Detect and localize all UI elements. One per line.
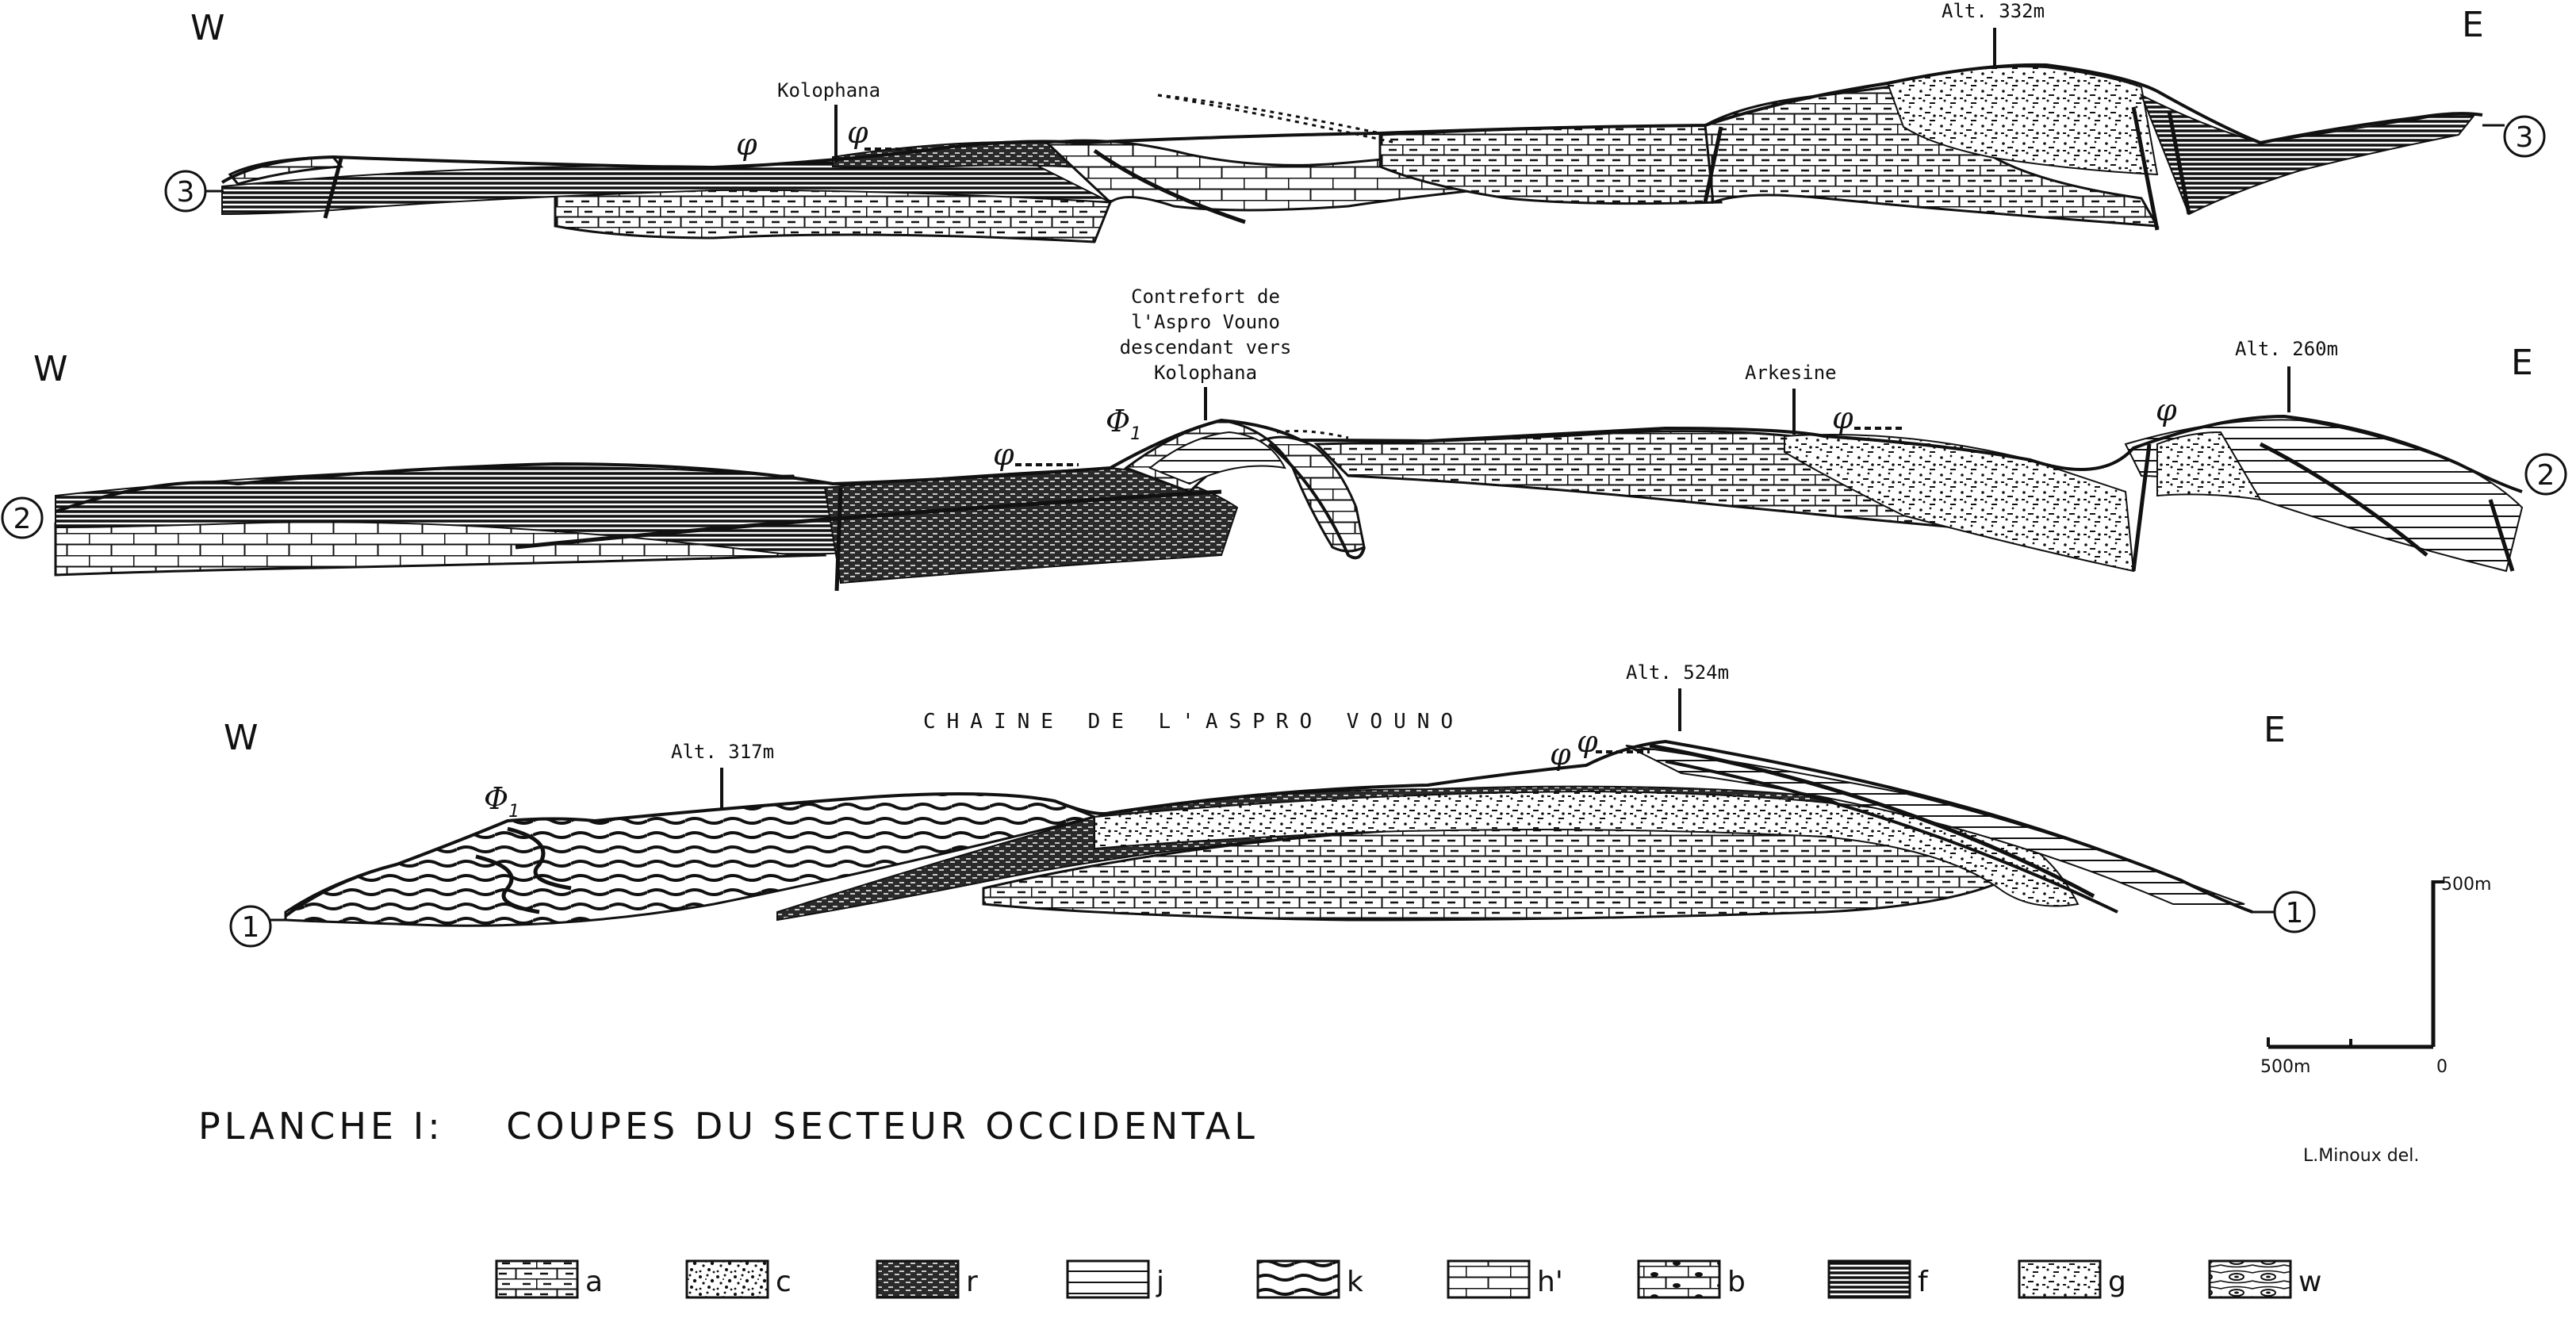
section-2-fault-west (834, 487, 843, 592)
cross-section-2: W E Contrefort de l'Aspro Vouno descenda… (1, 286, 2567, 592)
section-3-projected-dotted-line-2 (1157, 94, 1397, 144)
section-2-contrefort-label-line-4: Kolophana (1154, 362, 1257, 384)
scale-vertical-label: 500m (2441, 875, 2491, 895)
section-1-phi1-label: Φ1 (484, 781, 519, 822)
section-1-topographic-profile (284, 739, 2253, 918)
section-2-layer-east-stipple (2156, 431, 2262, 501)
scale-zero-label: 0 (2436, 1057, 2448, 1077)
plate-title: PLANCHE I: COUPES DU SECTEUR OCCIDENTAL (198, 1105, 1259, 1148)
cross-section-3: W E Kolophana Alt. 332m φ φ 3 (164, 0, 2546, 243)
section-2-marker-west-number: 2 (13, 503, 32, 535)
section-1-thrust-east (1649, 743, 2095, 899)
legend-label-7: b (1727, 1266, 1746, 1298)
section-3-marker-east-number: 3 (2516, 121, 2534, 154)
section-2-phi-label-c: φ (2156, 393, 2177, 427)
section-3-projected-dotted-line (1157, 94, 1381, 135)
legend-swatch-4 (1066, 1259, 1150, 1299)
section-1-fold-hinge (507, 826, 572, 891)
section-3-fault-east-1 (1703, 126, 1723, 203)
section-2-thrust-east (2259, 442, 2428, 557)
legend-swatch-8 (1827, 1259, 1911, 1299)
section-2-layer-fold-lines (1148, 431, 1286, 485)
section-2-fault-central (2131, 443, 2152, 572)
legend: a c r j k h' b f g w (495, 1259, 2321, 1299)
section-3-east-label: E (2462, 5, 2484, 45)
section-2-thrust-central (515, 489, 1222, 550)
section-1-east-label: E (2264, 710, 2286, 750)
section-3-marker-west-number: 3 (177, 176, 195, 209)
legend-swatch-9 (2018, 1259, 2102, 1299)
section-1-marker-east-number: 1 (2286, 897, 2304, 929)
section-1-range-label: CHAINE DE L'ASPRO VOUNO (923, 710, 1464, 734)
legend-label-5: k (1347, 1266, 1363, 1298)
legend-swatch-10 (2208, 1259, 2292, 1299)
section-2-marker-east (2524, 453, 2567, 496)
section-2-phi1-label: Φ1 (1106, 404, 1141, 444)
section-2-phi-label-b: φ (1832, 400, 1853, 435)
section-1-marker-west (229, 905, 272, 948)
legend-swatch-7 (1637, 1259, 1721, 1299)
draughtsman-credit: L.Minoux del. (2303, 1146, 2419, 1166)
section-2-marker-west (1, 496, 44, 539)
legend-swatch-3 (876, 1259, 960, 1299)
section-2-altitude-label: Alt. 260m (2235, 338, 2338, 360)
section-1-marker-west-number: 1 (242, 911, 260, 944)
scale-horizontal-label: 500m (2260, 1057, 2310, 1077)
section-3-fault-east-3 (2167, 110, 2191, 215)
scale-bar: 500m 500m 0 (2260, 875, 2491, 1077)
section-3-phi-label-b: φ (847, 115, 868, 150)
section-1-thrust-east-2 (1665, 760, 2118, 914)
section-3-west-label: W (190, 8, 225, 48)
section-1-layer-stipple-core (1094, 790, 2080, 907)
legend-label-10: w (2298, 1266, 2321, 1298)
legend-label-6: h' (1537, 1266, 1563, 1298)
section-2-topographic-profile (55, 414, 2523, 513)
section-1-phi-label-b: φ (1577, 724, 1598, 759)
legend-swatch-6 (1447, 1259, 1531, 1299)
section-2-east-label: E (2511, 343, 2533, 383)
legend-swatch-5 (1256, 1259, 1340, 1299)
legend-swatch-1 (495, 1259, 579, 1299)
section-3-marker-east (2503, 115, 2546, 158)
legend-label-1: a (585, 1266, 603, 1298)
section-3-topographic-profile (220, 63, 2483, 184)
legend-label-2: c (776, 1266, 792, 1298)
section-2-phi-label-a: φ (993, 437, 1014, 472)
section-2-arkesine-label: Arkesine (1745, 362, 1837, 384)
section-3-fault-east-2 (2131, 106, 2160, 231)
section-3-phi-label-a: φ (736, 127, 757, 162)
section-1-altitude-label-east: Alt. 524m (1626, 661, 1729, 684)
legend-label-8: f (1918, 1266, 1929, 1298)
scale-horizontal-ticks (2267, 1037, 2352, 1047)
section-2-fault-east (2488, 499, 2515, 572)
section-3-layer-limestone-west (228, 155, 344, 186)
section-2-west-label: W (33, 349, 68, 389)
section-3-layer-east-dark (2140, 93, 2476, 216)
section-3-kolophana-label: Kolophana (777, 79, 880, 102)
section-2-marker-east-number: 2 (2537, 459, 2555, 492)
legend-swatch-2 (685, 1259, 769, 1299)
legend-label-9: g (2108, 1266, 2126, 1298)
section-3-altitude-label: Alt. 332m (1942, 0, 2045, 22)
section-1-fold-hinge-2 (475, 854, 540, 914)
section-3-fault-west (323, 158, 343, 219)
section-2-contrefort-label-line-3: descendant vers (1120, 336, 1292, 358)
section-3-thrust-fold (1093, 148, 1246, 224)
section-1-west-label: W (224, 718, 259, 758)
legend-label-3: r (966, 1266, 978, 1298)
legend-label-4: j (1156, 1266, 1164, 1298)
section-1-layer-east-lines (1625, 745, 2245, 905)
section-2-contrefort-label-line-2: l'Aspro Vouno (1131, 311, 1280, 333)
section-2-projected-dotted-line (1276, 430, 1349, 439)
section-1-phi-label-a: φ (1550, 737, 1571, 772)
section-2-contrefort-label-line-1: Contrefort de (1131, 286, 1280, 308)
section-1-altitude-label-west: Alt. 317m (671, 741, 774, 763)
section-2-fold-outline (1267, 443, 1366, 560)
cross-section-1: W E CHAINE DE L'ASPRO VOUNO Alt. 317m Al… (224, 661, 2316, 948)
